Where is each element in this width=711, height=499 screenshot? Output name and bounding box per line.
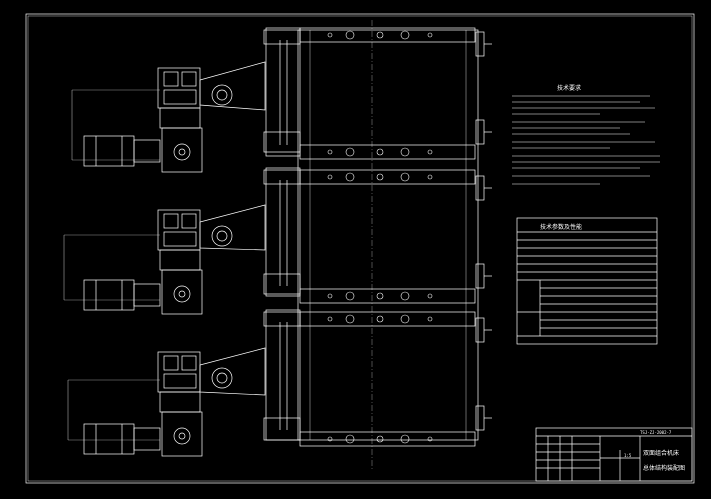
tech-requirements-lines: [512, 95, 660, 185]
drive-unit-3: [83, 351, 203, 457]
right-flanges: [475, 31, 492, 431]
drawing-name: 双面组合机床: [643, 450, 680, 457]
spec-table-title: 技术参数及性能: [540, 224, 583, 231]
drive-unit-2: [83, 209, 203, 315]
title-block: [535, 427, 693, 482]
module-bars: [299, 27, 476, 447]
main-frame-outline: [297, 29, 479, 441]
outer-frame: [25, 13, 695, 484]
spec-table: [516, 217, 658, 345]
drive-unit-1: [83, 67, 203, 173]
tech-requirements-title: 技术要求: [557, 85, 582, 92]
arm-linkages: [199, 61, 266, 396]
drawing-scale: 1:5: [624, 453, 632, 458]
drawing-code: TSJ-ZJ-2002-7: [640, 430, 672, 435]
drawing-subtitle: 总体结构装配图: [643, 465, 686, 472]
spindle-columns: [263, 27, 301, 441]
